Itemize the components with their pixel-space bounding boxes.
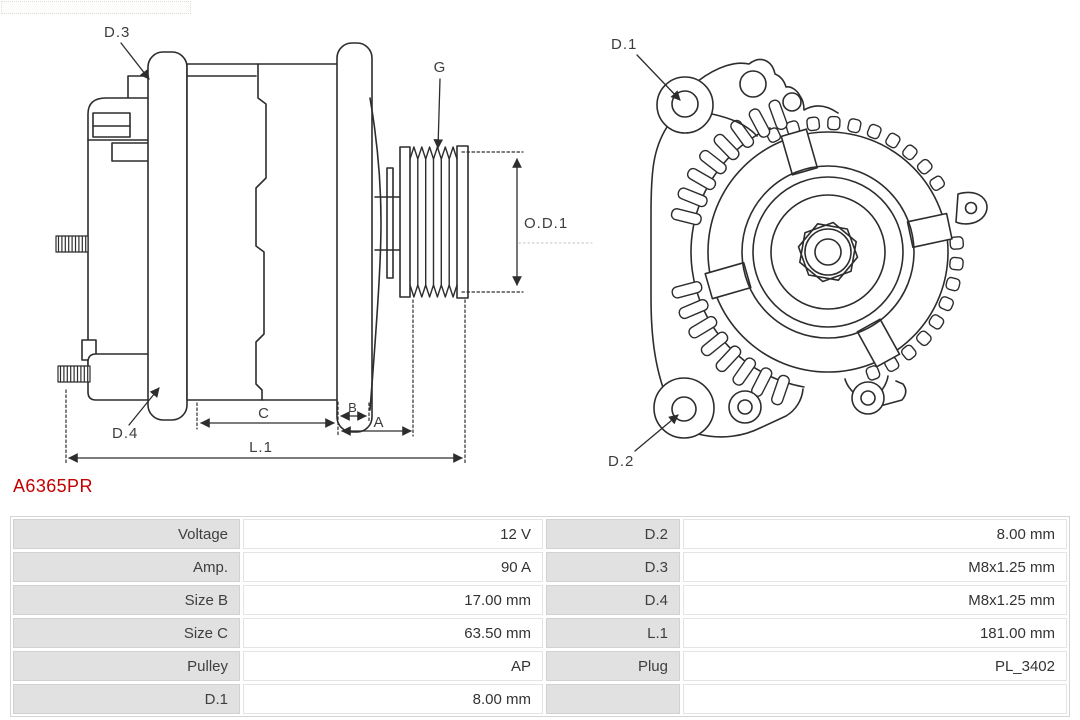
spec-value: 17.00 mm [243,585,543,615]
spec-value: PL_3402 [683,651,1067,681]
leader-d3 [120,42,150,80]
label-od1: O.D.1 [524,215,568,232]
spec-label: Amp. [13,552,240,582]
technical-drawing: D.3 D.4 G O.D.1 C B A L.1 [55,24,988,470]
spec-value: 8.00 mm [683,519,1067,549]
stator-circle [707,131,949,373]
label-c: C [258,405,270,422]
leader-lines-front [634,54,681,452]
leader-d1 [636,54,681,101]
spec-label: Size C [13,618,240,648]
label-d1: D.1 [611,36,637,53]
spec-value: AP [243,651,543,681]
spec-value: 63.50 mm [243,618,543,648]
small-lugs [844,191,988,415]
front-view-drawing [634,54,988,452]
label-l1: L.1 [249,439,273,456]
spec-label: L.1 [546,618,680,648]
label-b: B [348,400,358,415]
label-d3: D.3 [104,24,130,41]
side-view-drawing [55,42,593,464]
spec-label [546,684,680,714]
leader-d2 [634,414,679,452]
threaded-stud-upper [55,235,89,253]
spec-value: 181.00 mm [683,618,1067,648]
spec-value: 8.00 mm [243,684,543,714]
label-d4: D.4 [112,425,138,442]
spec-label: Size B [13,585,240,615]
brand-watermark [1,1,191,14]
leader-g [433,78,444,149]
spec-value: M8x1.25 mm [683,585,1067,615]
spec-value [683,684,1067,714]
terminal-block [87,353,163,401]
spec-value: M8x1.25 mm [683,552,1067,582]
label-a: A [373,414,384,431]
spec-label: D.4 [546,585,680,615]
spec-value: 90 A [243,552,543,582]
front-lug-plate [336,42,373,433]
pulley [399,145,469,299]
leader-lines [120,42,444,426]
shaft-nut [797,221,859,283]
shaft-spacer [386,167,394,279]
spec-label: D.1 [13,684,240,714]
casting-parting-line [255,63,267,401]
threaded-stud-lower [57,365,91,383]
rear-lug-plate [147,51,188,421]
label-d2: D.2 [608,453,634,470]
label-g: G [434,59,447,76]
fan-spokes [704,128,953,368]
spec-label: D.2 [546,519,680,549]
spec-label: Pulley [13,651,240,681]
body-mid [186,63,341,401]
spec-table: Voltage 12 V D.2 8.00 mm Amp. 90 A D.3 M… [10,516,1070,717]
spec-label: Voltage [13,519,240,549]
leader-d4 [128,387,160,426]
cooling-slots [670,99,790,406]
nose-cone [369,97,382,411]
dimension-lines [68,158,522,463]
part-number: A6365PR [13,476,93,496]
extension-lines [65,151,524,464]
spec-value: 12 V [243,519,543,549]
spec-label: D.3 [546,552,680,582]
bracket-outline [650,58,839,438]
spec-label: Plug [546,651,680,681]
